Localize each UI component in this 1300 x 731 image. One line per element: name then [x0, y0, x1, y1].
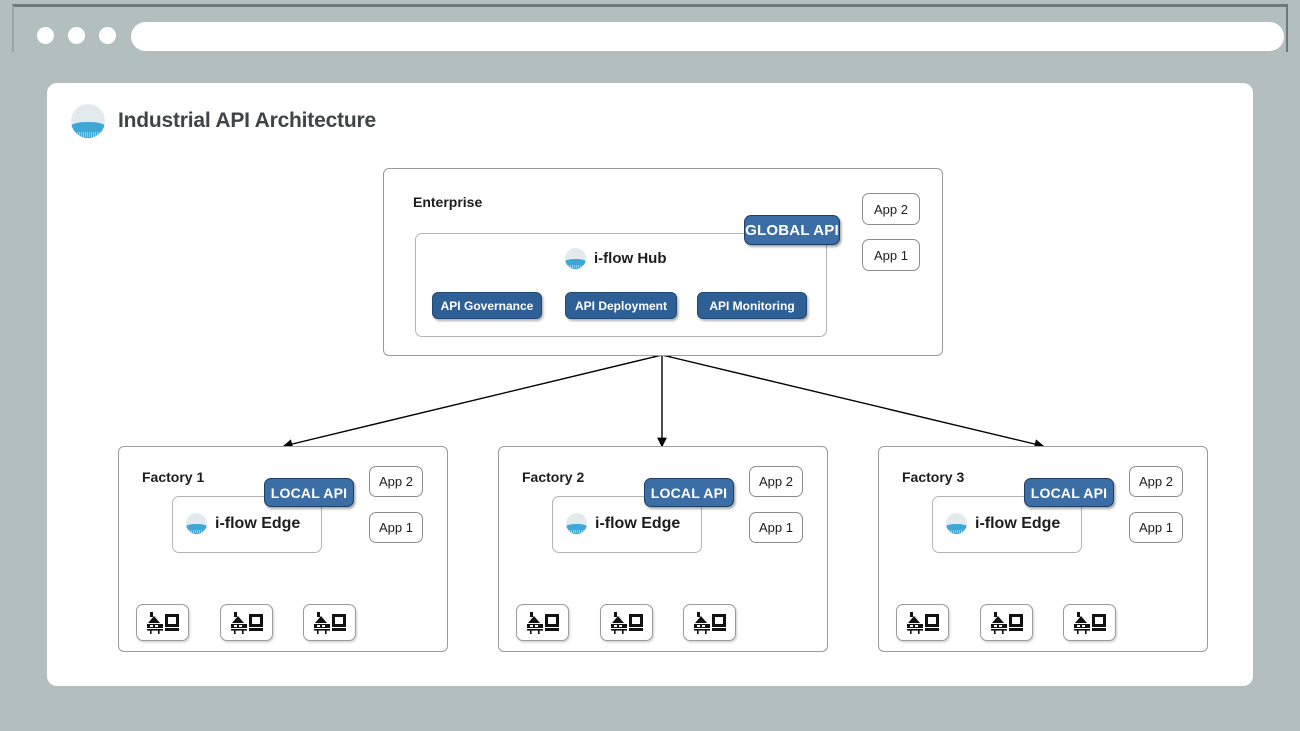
- factory-1-app-1-box[interactable]: App 1: [369, 512, 423, 543]
- factory-1-app-2-box[interactable]: App 2: [369, 466, 423, 497]
- cnc-machine-icon: [693, 611, 726, 634]
- i-flow-hub-title: i-flow Hub: [565, 248, 666, 269]
- cnc-machine-icon: [906, 611, 939, 634]
- i-flow-logo-icon: [565, 248, 586, 269]
- url-bar[interactable]: [131, 22, 1284, 51]
- api-monitoring-button[interactable]: API Monitoring: [697, 292, 807, 319]
- i-flow-logo-icon: [946, 513, 967, 534]
- factory-2-edge-title: i-flow Edge: [566, 513, 680, 534]
- cnc-machine-icon: [146, 611, 179, 634]
- enterprise-app-1-box[interactable]: App 1: [862, 239, 920, 271]
- factory-1-local-api-badge[interactable]: LOCAL API: [264, 478, 354, 507]
- page-header: Industrial API Architecture: [71, 104, 376, 138]
- i-flow-edge-label: i-flow Edge: [215, 514, 301, 532]
- factory-2-label: Factory 2: [522, 469, 585, 485]
- close-dot[interactable]: [37, 27, 54, 44]
- factory-3-label: Factory 3: [902, 469, 965, 485]
- factory-2-machine-1[interactable]: [516, 604, 569, 641]
- i-flow-logo-icon: [566, 513, 587, 534]
- api-deployment-button[interactable]: API Deployment: [565, 292, 677, 319]
- global-api-badge[interactable]: GLOBAL API: [744, 215, 840, 245]
- factory-2-machine-3[interactable]: [683, 604, 736, 641]
- architecture-diagram: Enterprise i-flow Hub API Governance API…: [47, 83, 1253, 686]
- i-flow-hub-box[interactable]: [415, 233, 827, 337]
- i-flow-hub-label: i-flow Hub: [594, 250, 667, 267]
- cnc-machine-icon: [1073, 611, 1106, 634]
- browser-window-chrome: [12, 4, 1288, 52]
- factory-1-machine-1[interactable]: [136, 604, 189, 641]
- cnc-machine-icon: [526, 611, 559, 634]
- factory-1-edge-title: i-flow Edge: [186, 513, 300, 534]
- minimize-dot[interactable]: [68, 27, 85, 44]
- cnc-machine-icon: [610, 611, 643, 634]
- enterprise-app-2-box[interactable]: App 2: [862, 193, 920, 225]
- factory-3-edge-title: i-flow Edge: [946, 513, 1060, 534]
- i-flow-logo-icon: [186, 513, 207, 534]
- factory-2-machine-2[interactable]: [600, 604, 653, 641]
- factory-2-local-api-badge[interactable]: LOCAL API: [644, 478, 734, 507]
- factory-3-app-1-box[interactable]: App 1: [1129, 512, 1183, 543]
- page-card: Industrial API Architecture: [47, 83, 1253, 686]
- factory-3-app-2-box[interactable]: App 2: [1129, 466, 1183, 497]
- enterprise-label: Enterprise: [413, 194, 483, 210]
- page-title: Industrial API Architecture: [118, 109, 376, 132]
- factory-1-machine-2[interactable]: [220, 604, 273, 641]
- factory-3-machine-2[interactable]: [980, 604, 1033, 641]
- cnc-machine-icon: [990, 611, 1023, 634]
- i-flow-logo-icon: [71, 104, 105, 138]
- factory-2-app-1-box[interactable]: App 1: [749, 512, 803, 543]
- factory-3-machine-3[interactable]: [1063, 604, 1116, 641]
- factory-1-machine-3[interactable]: [303, 604, 356, 641]
- factory-3-local-api-badge[interactable]: LOCAL API: [1024, 478, 1114, 507]
- cnc-machine-icon: [230, 611, 263, 634]
- cnc-machine-icon: [313, 611, 346, 634]
- factory-3-machine-1[interactable]: [896, 604, 949, 641]
- api-governance-button[interactable]: API Governance: [432, 292, 542, 319]
- i-flow-edge-label: i-flow Edge: [975, 514, 1061, 532]
- maximize-dot[interactable]: [99, 27, 116, 44]
- factory-2-app-2-box[interactable]: App 2: [749, 466, 803, 497]
- factory-1-label: Factory 1: [142, 469, 205, 485]
- i-flow-edge-label: i-flow Edge: [595, 514, 681, 532]
